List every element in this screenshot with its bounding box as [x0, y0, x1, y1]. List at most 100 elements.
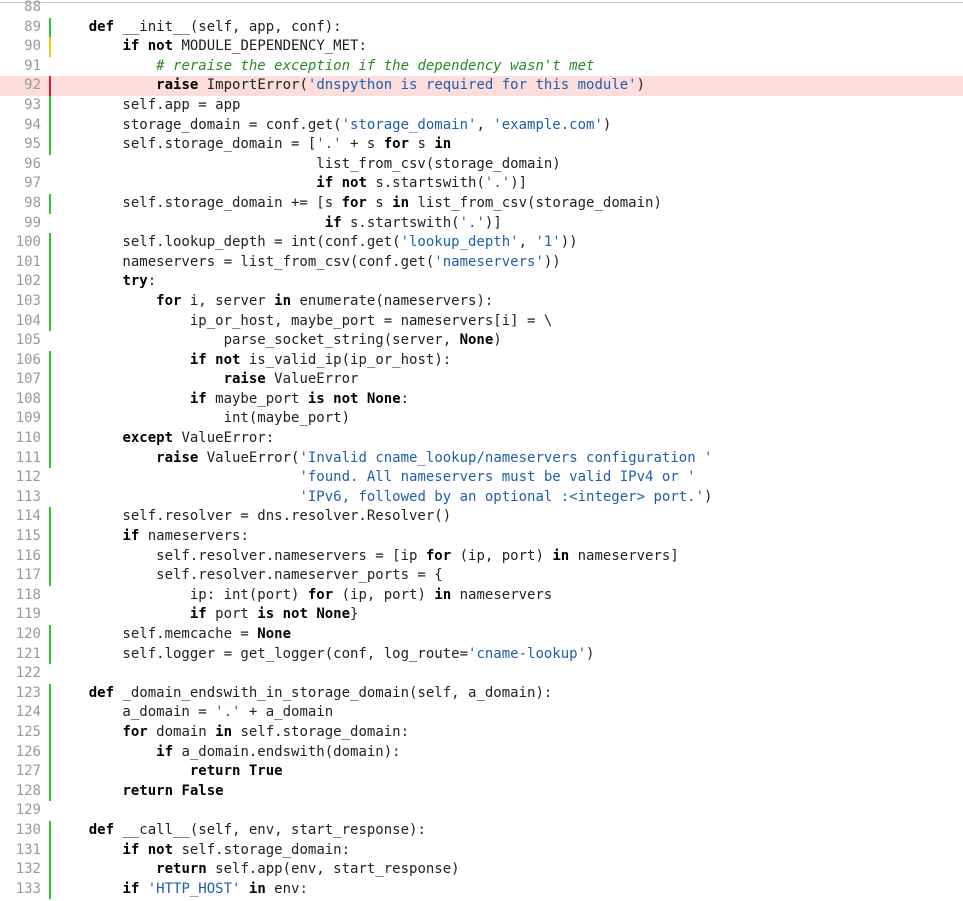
change-marker-added[interactable]	[49, 625, 51, 645]
line-number[interactable]: 105	[15, 332, 41, 349]
code-line[interactable]: 105 parse_socket_string(server, None)	[0, 331, 963, 351]
line-number[interactable]: 107	[15, 371, 41, 388]
change-marker-modified[interactable]	[49, 37, 51, 57]
change-marker-added[interactable]	[49, 546, 51, 567]
line-number[interactable]: 129	[15, 802, 41, 819]
change-marker-added[interactable]	[49, 840, 51, 861]
code-line[interactable]: 116 self.resolver.nameservers = [ip for …	[0, 546, 963, 567]
change-marker-added[interactable]	[49, 252, 51, 273]
code-line[interactable]: 119 if port is not None}	[0, 605, 963, 625]
change-marker-added[interactable]	[49, 860, 51, 880]
line-number[interactable]: 97	[24, 175, 41, 192]
change-marker-added[interactable]	[49, 272, 51, 292]
line-number[interactable]: 132	[15, 861, 41, 878]
change-marker-added[interactable]	[49, 193, 51, 214]
change-marker-added[interactable]	[49, 879, 51, 900]
code-line[interactable]: 126 if a_domain.endswith(domain):	[0, 742, 963, 763]
code-line[interactable]: 89 def __init__(self, app, conf):	[0, 17, 963, 38]
code-line[interactable]: 115 if nameservers:	[0, 527, 963, 547]
code-line[interactable]: 91 # reraise the exception if the depend…	[0, 57, 963, 77]
change-marker-added[interactable]	[49, 115, 51, 136]
change-marker-deleted[interactable]	[49, 76, 51, 96]
change-marker-added[interactable]	[49, 644, 51, 665]
code-line[interactable]: 129	[0, 801, 963, 821]
line-number[interactable]: 99	[24, 214, 41, 231]
line-number[interactable]: 127	[15, 763, 41, 780]
line-number[interactable]: 126	[15, 743, 41, 760]
code-line[interactable]: 132 return self.app(env, start_response)	[0, 860, 963, 880]
line-number[interactable]: 114	[15, 508, 41, 525]
line-number[interactable]: 109	[15, 410, 41, 427]
code-line[interactable]: 114 self.resolver = dns.resolver.Resolve…	[0, 507, 963, 528]
line-number[interactable]: 123	[15, 684, 41, 701]
line-number[interactable]: 93	[24, 96, 41, 113]
code-line[interactable]: 99 if s.startswith('.')]	[0, 214, 963, 234]
line-number[interactable]: 121	[15, 645, 41, 662]
code-line[interactable]: 127 return True	[0, 762, 963, 782]
code-line[interactable]: 106 if not is_valid_ip(ip_or_host):	[0, 350, 963, 371]
code-line[interactable]: 112 'found. All nameservers must be vali…	[0, 468, 963, 488]
change-marker-added[interactable]	[49, 311, 51, 332]
code-line[interactable]: 102 try:	[0, 272, 963, 292]
line-number[interactable]: 96	[24, 155, 41, 172]
line-number[interactable]: 106	[15, 351, 41, 368]
line-number[interactable]: 117	[15, 567, 41, 584]
line-number[interactable]: 101	[15, 253, 41, 270]
code-line[interactable]: 104 ip_or_host, maybe_port = nameservers…	[0, 311, 963, 332]
code-line[interactable]: 110 except ValueError:	[0, 429, 963, 449]
line-number[interactable]: 119	[15, 606, 41, 623]
line-number[interactable]: 88	[24, 0, 41, 15]
line-number[interactable]: 125	[15, 723, 41, 740]
line-number[interactable]: 111	[15, 449, 41, 466]
line-number[interactable]: 118	[15, 586, 41, 603]
line-number[interactable]: 110	[15, 430, 41, 447]
change-marker-added[interactable]	[49, 781, 51, 802]
code-line[interactable]: 111 raise ValueError('Invalid cname_look…	[0, 448, 963, 469]
line-number[interactable]: 116	[15, 547, 41, 564]
change-marker-added[interactable]	[49, 17, 51, 38]
line-number[interactable]: 115	[15, 528, 41, 545]
code-line-error[interactable]: 92 raise ImportError('dnspython is requi…	[0, 76, 963, 96]
change-marker-added[interactable]	[49, 350, 51, 371]
code-line[interactable]: 113 'IPv6, followed by an optional :<int…	[0, 488, 963, 508]
line-number[interactable]: 133	[15, 880, 41, 897]
change-marker-added[interactable]	[49, 389, 51, 410]
change-marker-added[interactable]	[49, 566, 51, 586]
line-number[interactable]: 95	[24, 136, 41, 153]
code-line[interactable]: 96 list_from_csv(storage_domain)	[0, 155, 963, 175]
change-marker-added[interactable]	[49, 683, 51, 704]
line-number[interactable]: 104	[15, 312, 41, 329]
code-line[interactable]: 100 self.lookup_depth = int(conf.get('lo…	[0, 233, 963, 253]
code-line[interactable]: 97 if not s.startswith('.')]	[0, 174, 963, 194]
line-number[interactable]: 98	[24, 194, 41, 211]
change-marker-added[interactable]	[49, 762, 51, 782]
line-number[interactable]: 124	[15, 704, 41, 721]
code-line[interactable]: 133 if 'HTTP_HOST' in env:	[0, 879, 963, 900]
line-number[interactable]: 131	[15, 841, 41, 858]
code-line[interactable]: 130 def __call__(self, env, start_respon…	[0, 820, 963, 841]
change-marker-added[interactable]	[49, 722, 51, 743]
line-number[interactable]: 92	[24, 77, 41, 94]
code-line[interactable]: 120 self.memcache = None	[0, 625, 963, 645]
code-line[interactable]: 108 if maybe_port is not None:	[0, 389, 963, 410]
line-number[interactable]: 102	[15, 273, 41, 290]
code-line[interactable]: 125 for domain in self.storage_domain:	[0, 722, 963, 743]
code-line[interactable]: 124 a_domain = '.' + a_domain	[0, 703, 963, 723]
change-marker-added[interactable]	[49, 820, 51, 841]
code-line[interactable]: 103 for i, server in enumerate(nameserve…	[0, 291, 963, 312]
code-line[interactable]: 94 storage_domain = conf.get('storage_do…	[0, 115, 963, 136]
change-marker-added[interactable]	[49, 291, 51, 312]
code-line[interactable]: 98 self.storage_domain += [s for s in li…	[0, 193, 963, 214]
code-line[interactable]: 109 int(maybe_port)	[0, 409, 963, 430]
line-number[interactable]: 120	[15, 626, 41, 642]
code-line[interactable]: 88	[0, 0, 963, 18]
change-marker-added[interactable]	[49, 429, 51, 449]
code-line[interactable]: 131 if not self.storage_domain:	[0, 840, 963, 861]
code-line[interactable]: 122	[0, 664, 963, 684]
change-marker-added[interactable]	[49, 233, 51, 253]
code-line[interactable]: 117 self.resolver.nameserver_ports = {	[0, 566, 963, 586]
line-number[interactable]: 94	[24, 116, 41, 133]
line-number[interactable]: 91	[24, 57, 41, 74]
line-number[interactable]: 108	[15, 390, 41, 407]
line-number[interactable]: 113	[15, 488, 41, 505]
